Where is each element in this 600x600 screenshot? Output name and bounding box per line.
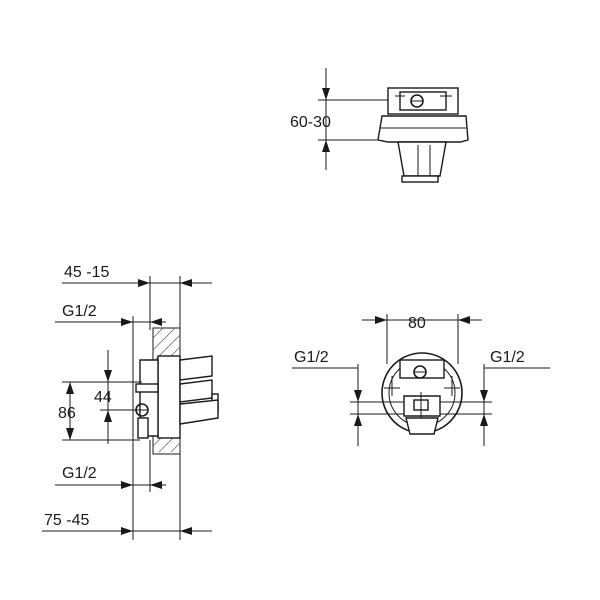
dim-top-depth-label: 60-30 [290, 114, 331, 131]
dim-right-inlet-label: G1/2 [490, 349, 525, 366]
dim-side-bottom-label: 75 -45 [44, 512, 89, 529]
dim-inlet-bottom-label: G1/2 [62, 465, 97, 482]
dim-height-inner-label: 44 [94, 389, 112, 406]
side-view: 45 -15 G1/2 [42, 264, 219, 540]
dim-width-label: 80 [408, 315, 426, 332]
dim-height-outer-label: 86 [58, 405, 76, 422]
front-view: 80 G1/2 G1/2 [292, 314, 550, 446]
dim-inlet-top-label: G1/2 [62, 303, 97, 320]
dim-side-top-label: 45 -15 [64, 264, 109, 281]
top-view: 60-30 [290, 68, 469, 183]
dim-left-inlet-label: G1/2 [294, 349, 329, 366]
